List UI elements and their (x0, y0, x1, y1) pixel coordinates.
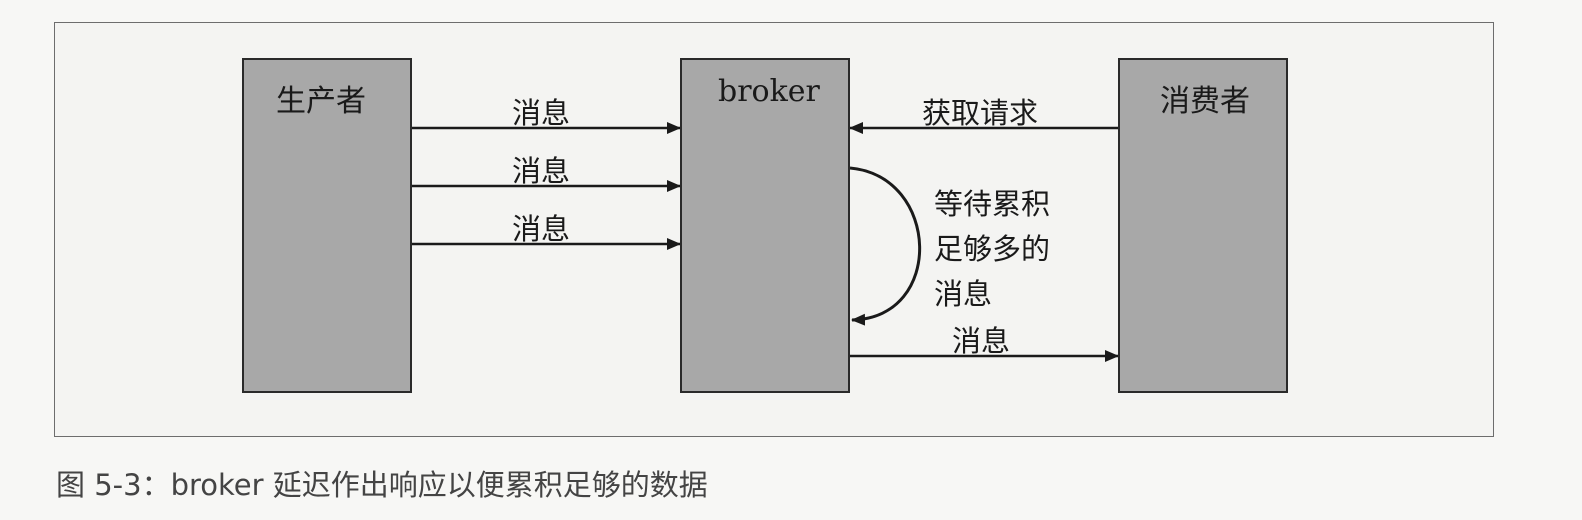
fetch-request-label: 获取请求 (922, 96, 1039, 130)
wait-label: 等待累积 足够多的 消息 (934, 182, 1050, 317)
broker-label: broker (718, 74, 820, 109)
message-label-2: 消息 (512, 154, 571, 188)
message-label-3: 消息 (512, 212, 571, 246)
wait-label-line-2: 足够多的 (934, 232, 1051, 266)
message-out-label: 消息 (952, 324, 1011, 358)
consumer-box: 消费者 (1118, 58, 1288, 393)
figure-caption: 图 5-3：broker 延迟作出响应以便累积足够的数据 (56, 468, 708, 502)
wait-label-line-1: 等待累积 (934, 187, 1051, 221)
producer-label: 生产者 (276, 84, 366, 119)
producer-box: 生产者 (242, 58, 412, 393)
arrow-wait-loop (849, 166, 922, 326)
wait-label-line-3: 消息 (934, 277, 993, 311)
message-label-1: 消息 (512, 96, 571, 130)
consumer-label: 消费者 (1160, 84, 1250, 119)
broker-box: broker (680, 58, 850, 393)
